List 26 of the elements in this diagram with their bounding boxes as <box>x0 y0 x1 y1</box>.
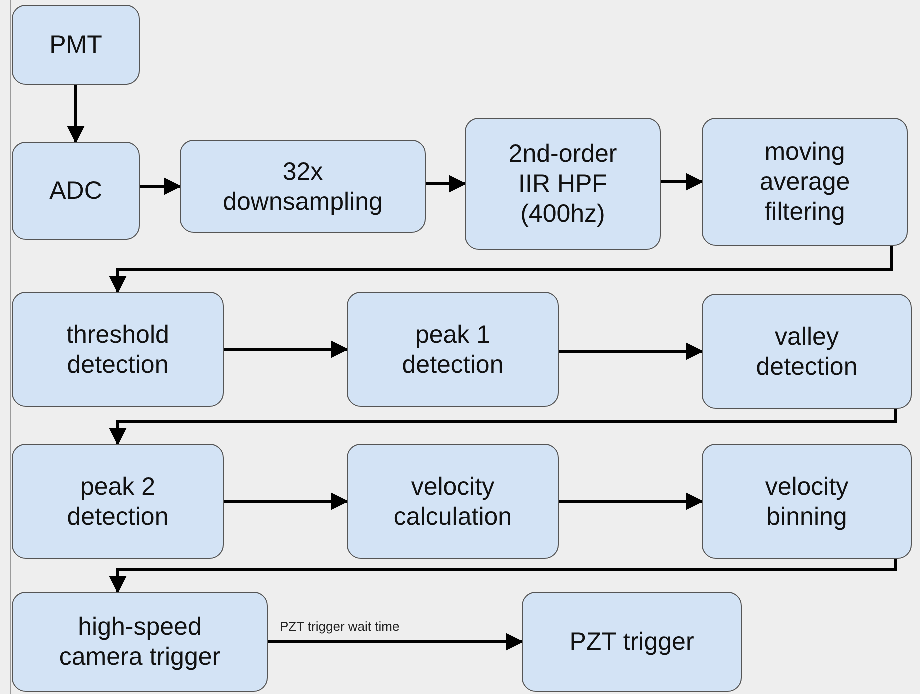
arrow <box>67 85 85 144</box>
edge-label: PZT trigger wait time <box>280 620 400 633</box>
arrow <box>140 178 182 196</box>
process-box: velocity calculation <box>347 444 559 559</box>
arrow <box>661 173 704 191</box>
arrow <box>224 492 349 510</box>
process-box: 32x downsampling <box>180 140 426 233</box>
arrow <box>109 409 898 446</box>
arrow <box>426 175 467 193</box>
process-box: moving average filtering <box>702 118 908 246</box>
process-box: PZT trigger <box>522 592 742 692</box>
process-box: high-speed camera trigger <box>12 592 268 692</box>
process-box: PMT <box>12 5 140 85</box>
process-box: 2nd-order IIR HPF (400hz) <box>465 118 661 250</box>
process-box: valley detection <box>702 294 912 409</box>
arrow <box>559 492 704 510</box>
arrow <box>109 246 894 294</box>
process-box: threshold detection <box>12 292 224 407</box>
arrow <box>109 559 898 594</box>
process-box: peak 1 detection <box>347 292 559 407</box>
arrow <box>224 340 349 358</box>
process-box: ADC <box>12 142 140 240</box>
process-box: velocity binning <box>702 444 912 559</box>
arrow <box>559 342 704 360</box>
arrow <box>268 633 524 651</box>
process-box: peak 2 detection <box>12 444 224 559</box>
